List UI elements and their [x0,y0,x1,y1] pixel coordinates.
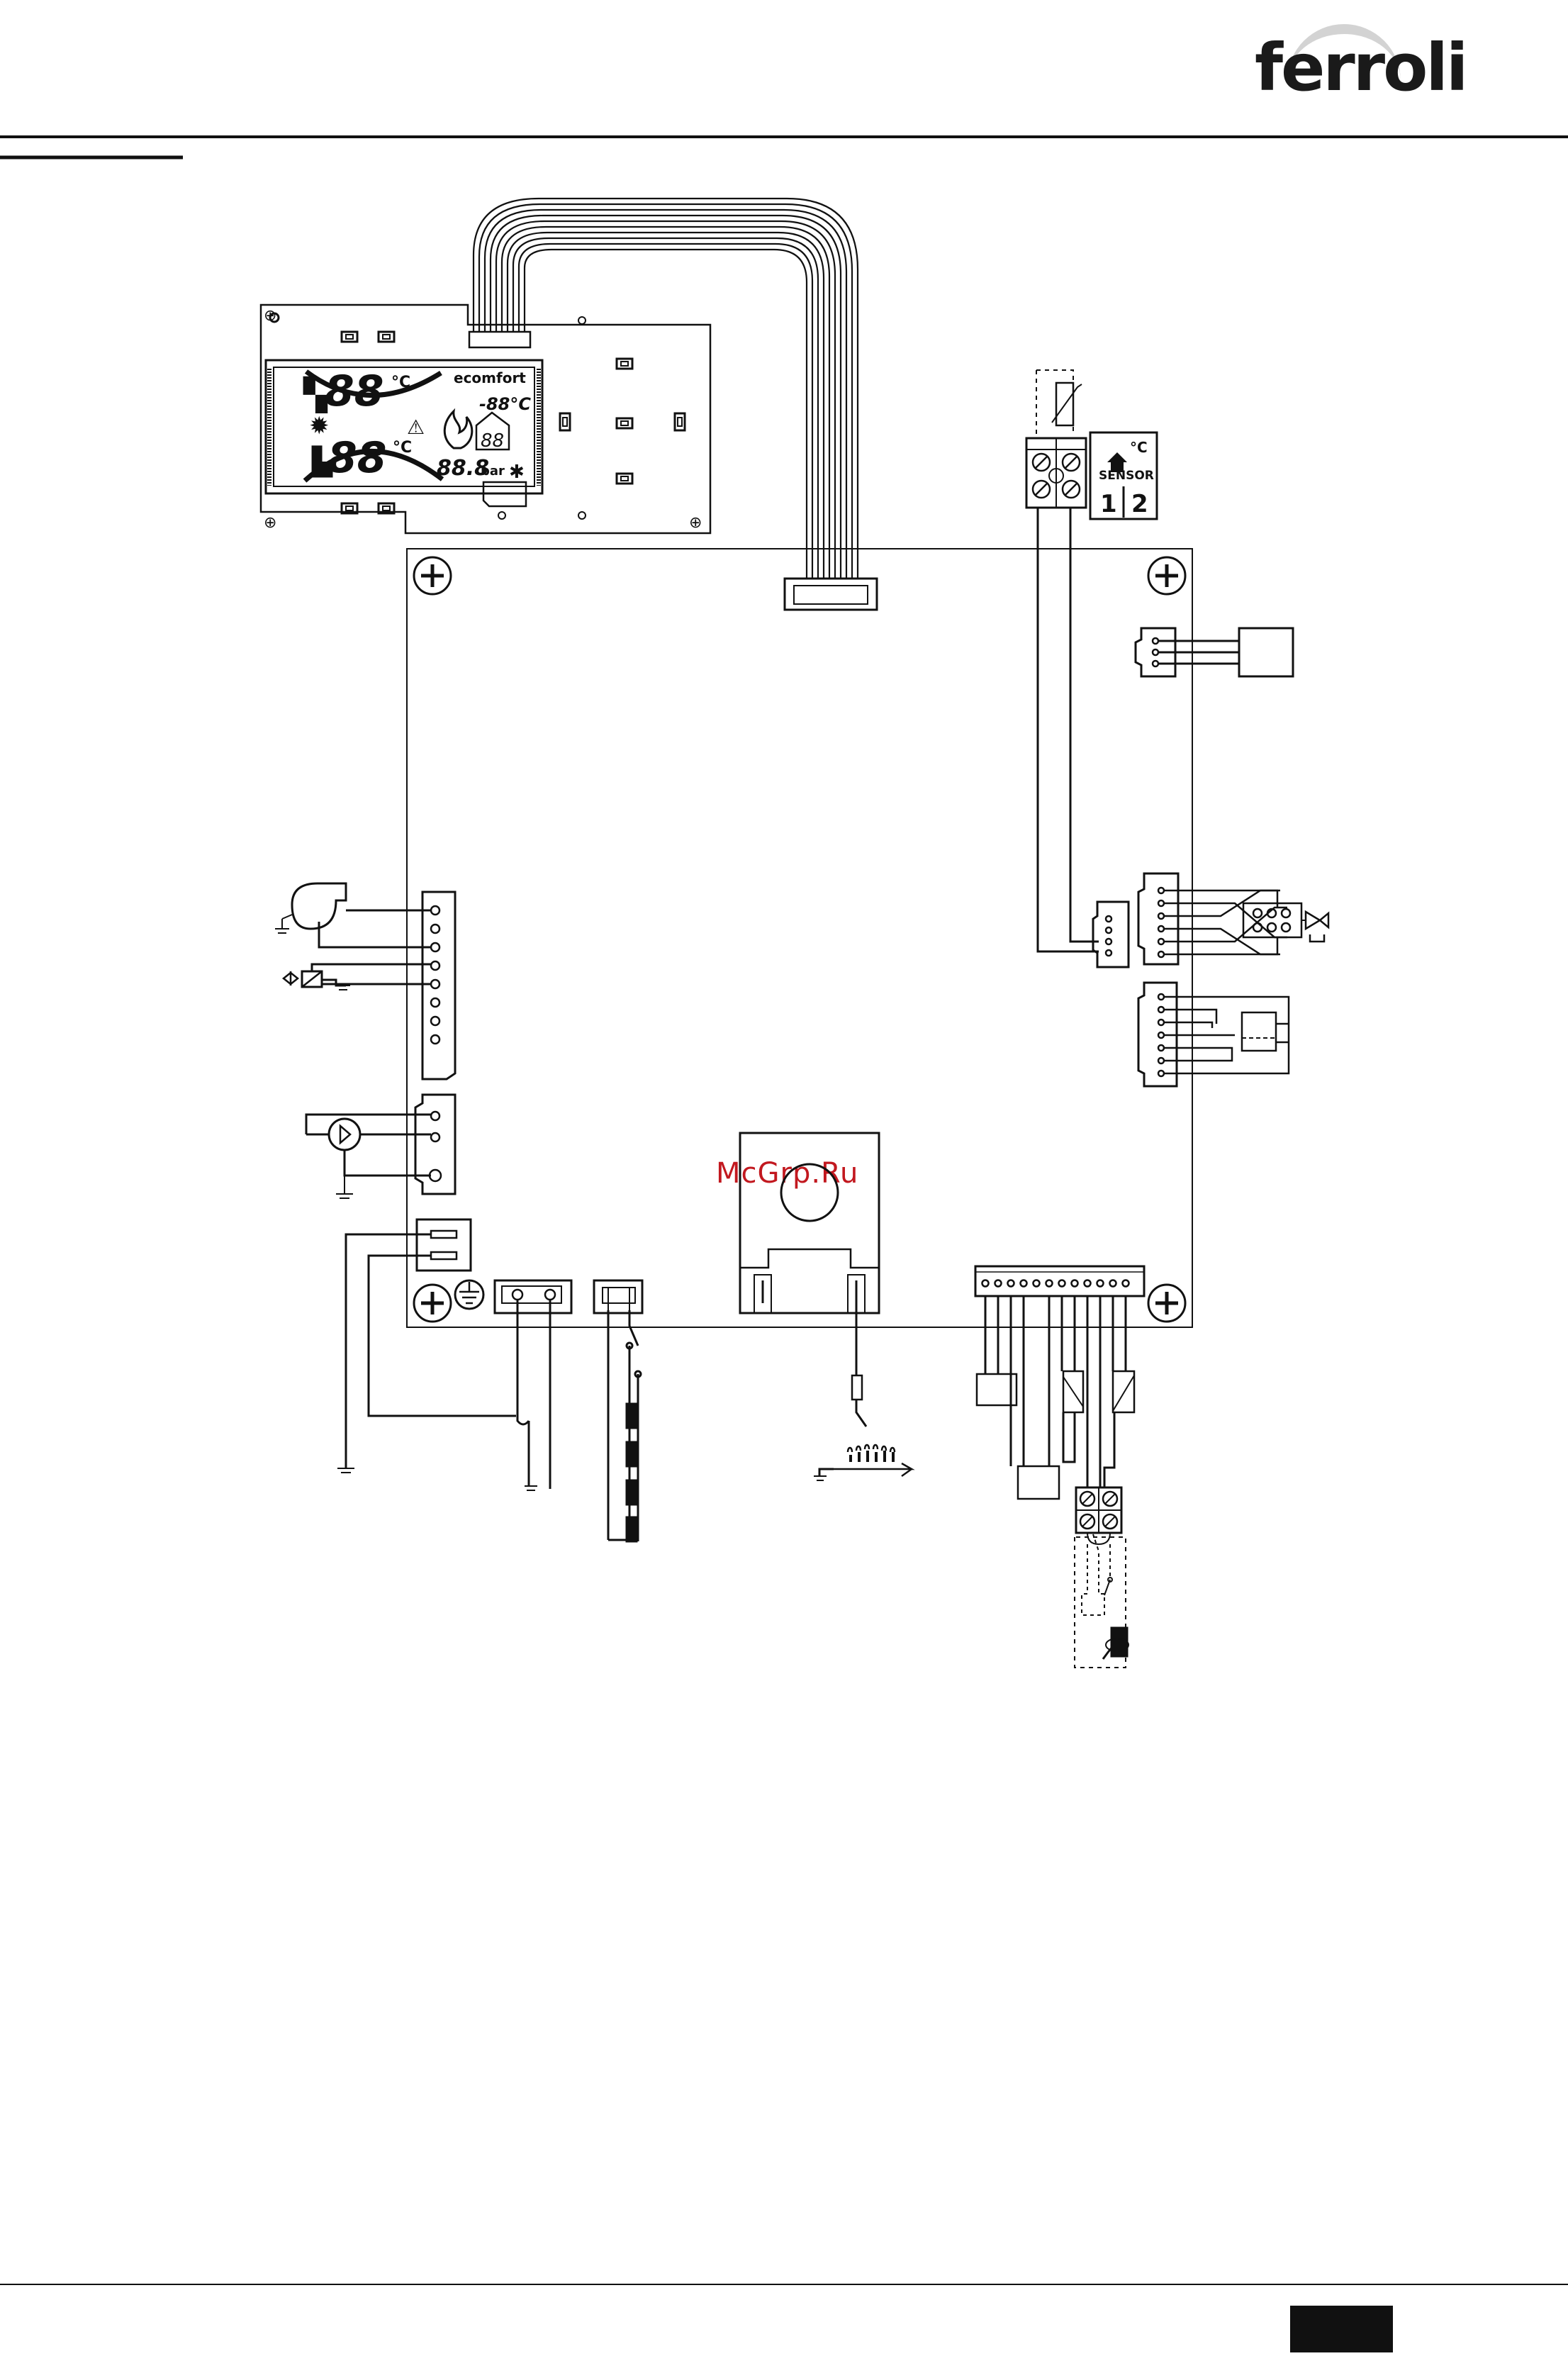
ribbon-connector-main [785,579,877,610]
screw-top-right [1148,557,1185,594]
outdoor-sensor-connector [1093,902,1129,967]
sensor-terminal-1: 1 [1100,490,1117,518]
lcd-small-temp: -88°C [479,394,531,414]
main-board [407,549,1192,1327]
water-pressure-connector [1138,983,1289,1086]
svg-text:⊕: ⊕ [264,514,276,532]
gas-valve-icon [284,964,431,990]
sun-icon: ✹ [309,412,330,440]
sensor-label: SENSOR [1099,469,1154,483]
screw-top-left [414,557,451,594]
lcd-digits-top: 88 [325,367,384,416]
sensor-terminal-2: 2 [1131,490,1148,518]
lcd-brand-label: ecomfort [454,369,526,386]
lcd-unit-top: °C [391,374,410,391]
pump-icon [306,1115,431,1198]
flame-icon [444,411,472,448]
fan-gas-valve-connector [422,892,455,1079]
small-3pin-connector [1136,628,1293,676]
flow-switch-connector [337,1219,516,1473]
sensors-connector [975,1266,1144,1499]
ignition-electrode [814,1445,912,1480]
outdoor-sensor-terminal [1026,370,1099,951]
ribbon-cable [474,199,858,579]
diverter-valve-connector [1138,873,1301,964]
lcd-pressure-unit: bar [481,464,505,479]
lcd-house-digits: 88 [481,430,504,452]
warning-icon: ⚠ [407,415,425,439]
mains-connector [495,1280,571,1490]
heater-cable-connector [594,1280,642,1541]
screw-bottom-left [414,1285,451,1322]
screw-bottom-right [1148,1285,1185,1322]
lcd-unit-bottom: °C [393,439,412,457]
ignition-transformer [740,1133,879,1427]
snowflake-icon: ✱ [509,462,525,483]
sensor-label-block: °C SENSOR 1 2 [1090,432,1157,519]
display-board: ⊕ ⊕ ⊕ ▚ 88 °C ecomfort -88°C ✹ ⚠ [261,305,710,533]
svg-text:⊕: ⊕ [689,514,702,532]
sensor-unit: °C [1130,439,1148,456]
pump-connector [415,1095,455,1194]
earth-symbol [455,1280,483,1309]
diverter-valve-icon [1301,912,1328,942]
lcd-digits-bottom: 88 [327,433,387,483]
room-thermostat-terminal [1075,1487,1129,1668]
